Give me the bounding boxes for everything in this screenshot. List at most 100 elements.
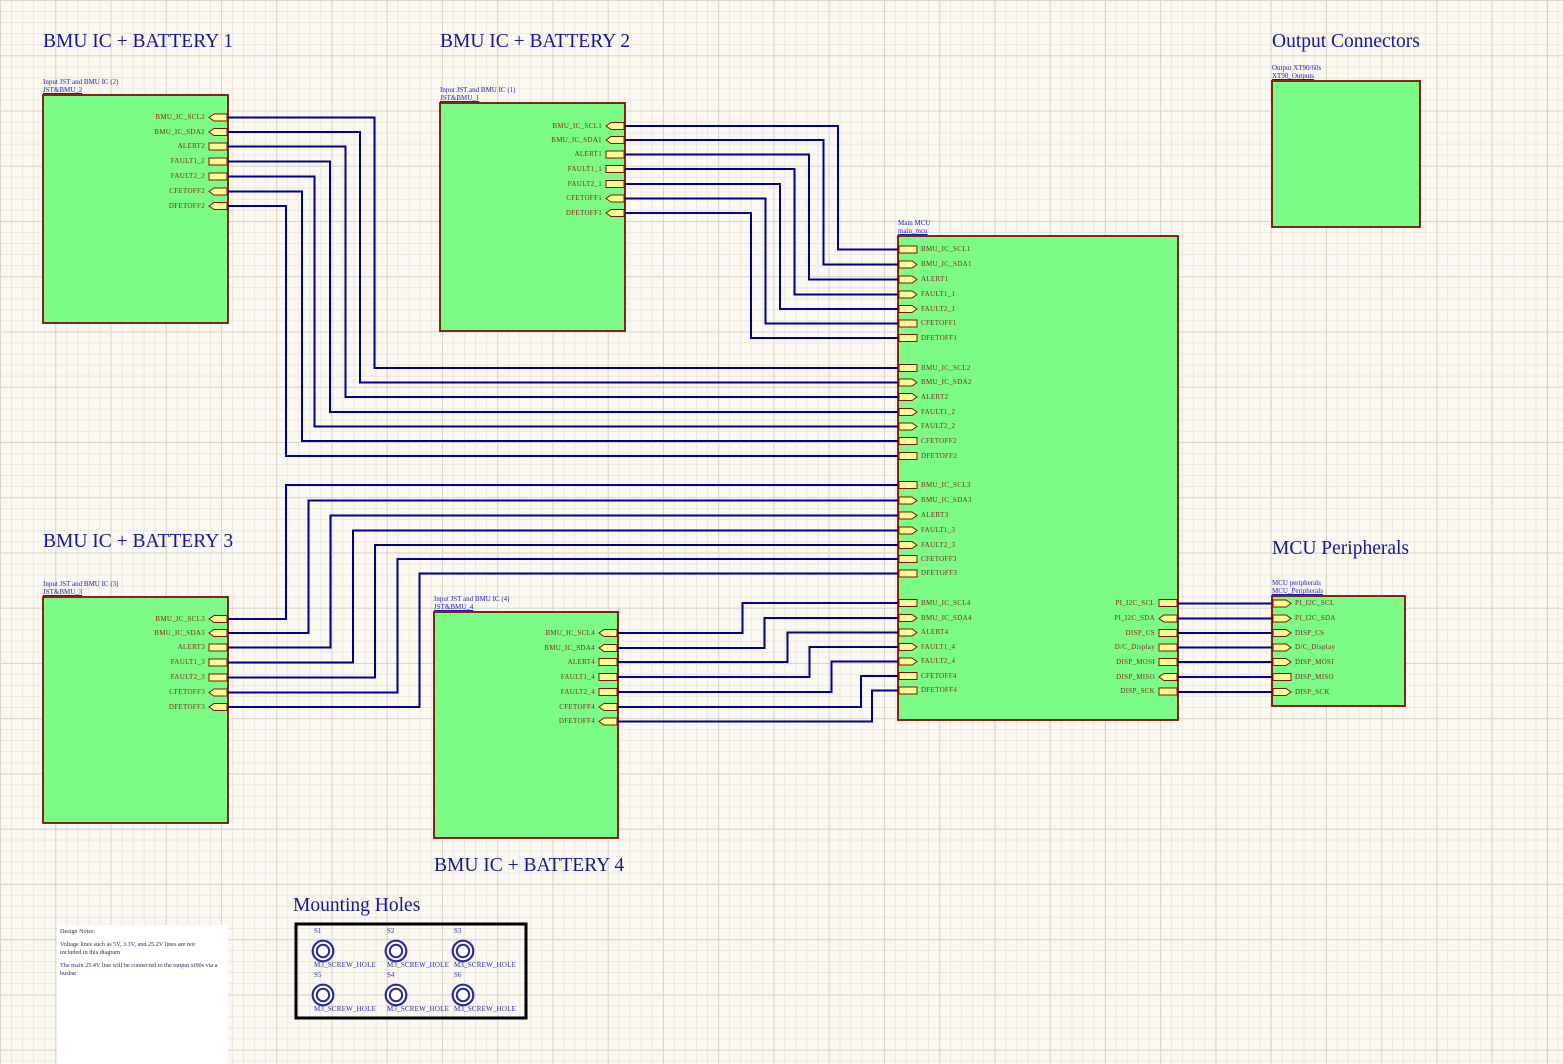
pin-main-mcu-CFETOFF4[interactable] [898,672,918,680]
wire-BMU_IC_SCL1[interactable] [625,125,898,251]
sheet-mcu-peripherals[interactable] [1271,595,1406,707]
wire-BMU_IC_SCL2[interactable] [228,116,898,369]
pin-jst-bmu-4-CFETOFF4[interactable] [598,703,618,711]
wire-DFETOFF1[interactable] [625,212,898,339]
pin-jst-bmu-3-CFETOFF3[interactable] [208,688,228,697]
screw-hole-S2[interactable] [384,939,408,963]
pin-main-mcu-BMU_IC_SCL4[interactable] [898,599,918,607]
pin-main-mcu-DFETOFF1[interactable] [898,334,918,342]
sheet-jst-bmu-4[interactable] [433,611,619,839]
pin-mcu-peripherals-PI_I2C_SDA[interactable] [1272,614,1292,623]
wire-FAULT2_2[interactable] [228,175,898,428]
pin-jst-bmu-3-FAULT2_3[interactable] [208,673,228,682]
wire-CFETOFF2[interactable] [228,190,898,442]
pin-main-mcu-CFETOFF1[interactable] [898,319,918,328]
pin-main-mcu-DISP_MOSI[interactable] [1158,658,1178,666]
wire-FAULT1_3[interactable] [228,529,898,664]
wire-DFETOFF2[interactable] [228,205,898,457]
pin-main-mcu-D/C_Display[interactable] [1158,643,1178,652]
pin-main-mcu-ALERT2[interactable] [898,393,918,401]
wire-BMU_IC_SDA2[interactable] [228,131,898,384]
pin-mcu-peripherals-DISP_MOSI[interactable] [1272,658,1292,666]
pin-jst-bmu-3-ALERT3[interactable] [208,643,228,652]
pin-jst-bmu-2-FAULT2_2[interactable] [208,172,228,181]
pin-jst-bmu-4-BMU_IC_SCL4[interactable] [598,629,618,637]
pin-jst-bmu-4-DFETOFF4[interactable] [598,717,618,726]
wire-FAULT2_1[interactable] [625,183,898,310]
pin-main-mcu-BMU_IC_SCL1[interactable] [898,245,918,254]
pin-main-mcu-FAULT2_1[interactable] [898,305,918,313]
pin-main-mcu-FAULT2_4[interactable] [898,657,918,666]
sheet-jst-bmu-1[interactable] [439,102,626,332]
pin-main-mcu-DFETOFF2[interactable] [898,452,918,460]
pin-jst-bmu-1-CFETOFF1[interactable] [605,194,625,203]
pin-main-mcu-CFETOFF3[interactable] [898,555,918,563]
screw-hole-S3[interactable] [451,939,475,963]
wire-BMU_IC_SDA3[interactable] [228,499,898,634]
pin-mcu-peripherals-DISP_MISO[interactable] [1272,673,1292,681]
pin-main-mcu-FAULT1_3[interactable] [898,526,918,535]
pin-jst-bmu-1-ALERT1[interactable] [605,150,625,159]
sheet-jst-bmu-3[interactable] [42,596,229,824]
pin-main-mcu-DFETOFF4[interactable] [898,686,918,695]
pin-main-mcu-FAULT2_2[interactable] [898,422,918,431]
pin-jst-bmu-2-BMU_IC_SDA2[interactable] [208,128,228,136]
pin-main-mcu-DISP_SCK[interactable] [1158,687,1178,696]
pin-jst-bmu-2-DFETOFF2[interactable] [208,202,228,210]
wire-FAULT1_4[interactable] [618,646,898,678]
pin-main-mcu-BMU_IC_SDA3[interactable] [898,496,918,505]
pin-main-mcu-DISP_MISO[interactable] [1158,673,1178,681]
pin-main-mcu-BMU_IC_SCL2[interactable] [898,364,918,372]
pin-main-mcu-DFETOFF3[interactable] [898,569,918,578]
wire-FAULT2_3[interactable] [228,544,898,679]
pin-main-mcu-FAULT1_1[interactable] [898,290,918,299]
pin-main-mcu-BMU_IC_SDA2[interactable] [898,378,918,387]
sheet-jst-bmu-2[interactable] [42,94,229,324]
pin-jst-bmu-1-DFETOFF1[interactable] [605,209,625,217]
pin-main-mcu-FAULT1_2[interactable] [898,408,918,416]
wire-BMU_IC_SCL4[interactable] [618,602,898,634]
pin-jst-bmu-4-BMU_IC_SDA4[interactable] [598,644,618,652]
screw-hole-S6[interactable] [451,983,475,1007]
screw-hole-S5[interactable] [311,983,335,1007]
pin-mcu-peripherals-D/C_Display[interactable] [1272,643,1292,652]
pin-main-mcu-PI_I2C_SDA[interactable] [1158,614,1178,623]
pin-main-mcu-ALERT4[interactable] [898,628,918,637]
pin-main-mcu-BMU_IC_SCL3[interactable] [898,481,918,489]
pin-jst-bmu-1-BMU_IC_SCL1[interactable] [605,122,625,130]
pin-jst-bmu-2-CFETOFF2[interactable] [208,187,228,196]
pin-jst-bmu-1-BMU_IC_SDA1[interactable] [605,136,625,144]
pin-jst-bmu-1-FAULT2_1[interactable] [605,180,625,188]
pin-main-mcu-FAULT2_3[interactable] [898,541,918,549]
wire-CFETOFF1[interactable] [625,197,898,325]
wire-FAULT1_1[interactable] [625,168,898,296]
pin-main-mcu-FAULT1_4[interactable] [898,643,918,651]
wire-ALERT2[interactable] [228,145,898,398]
wire-ALERT1[interactable] [625,153,898,281]
pin-mcu-peripherals-DISP_SCK[interactable] [1272,688,1292,696]
pin-main-mcu-BMU_IC_SDA1[interactable] [898,260,918,269]
wire-DFETOFF3[interactable] [228,572,898,708]
pin-jst-bmu-1-FAULT1_1[interactable] [605,165,625,173]
sheet-xt90-outputs[interactable] [1271,80,1421,228]
wire-CFETOFF3[interactable] [228,558,898,694]
wire-DFETOFF4[interactable] [618,689,898,723]
pin-jst-bmu-2-BMU_IC_SCL2[interactable] [208,113,228,122]
wire-FAULT1_2[interactable] [228,160,898,413]
wire-BMU_IC_SDA4[interactable] [618,617,898,649]
pin-jst-bmu-4-FAULT2_4[interactable] [598,688,618,696]
pin-main-mcu-ALERT1[interactable] [898,275,918,284]
pin-jst-bmu-3-BMU_IC_SDA3[interactable] [208,629,228,637]
pin-main-mcu-BMU_IC_SDA4[interactable] [898,614,918,622]
pin-main-mcu-ALERT3[interactable] [898,511,918,520]
wire-CFETOFF4[interactable] [618,675,898,708]
pin-jst-bmu-3-DFETOFF3[interactable] [208,703,228,711]
screw-hole-S4[interactable] [384,983,408,1007]
sheet-main-mcu[interactable] [897,235,1179,721]
pin-jst-bmu-4-ALERT4[interactable] [598,658,618,666]
wire-BMU_IC_SDA1[interactable] [625,139,898,266]
wire-ALERT3[interactable] [228,514,898,649]
pin-mcu-peripherals-PI_I2C_SCL[interactable] [1272,599,1292,608]
wire-FAULT2_4[interactable] [618,660,898,693]
screw-hole-S1[interactable] [311,939,335,963]
